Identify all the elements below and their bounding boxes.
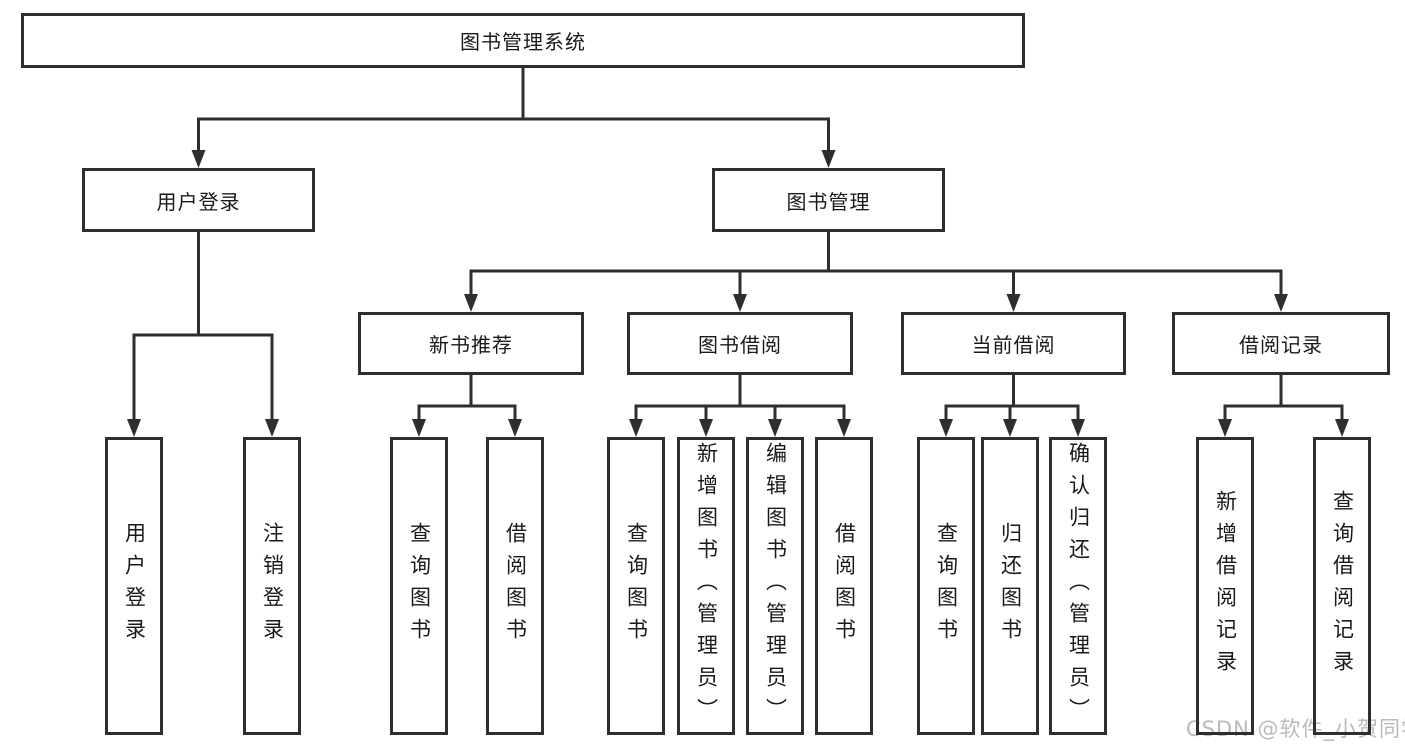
node-book-borrowing-label: 图书借阅 (698, 333, 782, 357)
leaf-confirm-return-admin-label: 确认归还（管理员） (1066, 442, 1091, 730)
node-current-borrowing: 当前借阅 (901, 312, 1126, 375)
node-book-management: 图书管理 (712, 168, 945, 232)
leaf-borrow-books-borrowing: 借阅图书 (815, 437, 873, 735)
node-new-book-recommend: 新书推荐 (358, 312, 584, 375)
leaf-logout: 注销登录 (243, 437, 301, 735)
leaf-logout-label: 注销登录 (260, 522, 285, 650)
node-book-borrowing: 图书借阅 (627, 312, 853, 375)
leaf-query-borrow-record: 查询借阅记录 (1313, 437, 1371, 735)
leaf-query-borrow-record-label: 查询借阅记录 (1330, 490, 1355, 682)
node-borrowing-records: 借阅记录 (1172, 312, 1390, 375)
leaf-edit-books-admin: 编辑图书（管理员） (746, 437, 804, 735)
node-user-login: 用户登录 (82, 168, 315, 232)
leaf-user-login-label: 用户登录 (122, 522, 147, 650)
leaf-edit-books-admin-label: 编辑图书（管理员） (763, 442, 788, 730)
leaf-add-books-admin: 新增图书（管理员） (677, 437, 735, 735)
node-root-label: 图书管理系统 (460, 30, 586, 54)
node-current-borrowing-label: 当前借阅 (971, 333, 1056, 357)
leaf-query-books-current: 查询图书 (917, 437, 975, 735)
node-new-book-recommend-label: 新书推荐 (429, 333, 513, 357)
leaf-query-books-recommend: 查询图书 (390, 437, 448, 735)
leaf-query-books-current-label: 查询图书 (934, 522, 959, 650)
leaf-borrow-books-recommend-label: 借阅图书 (503, 522, 528, 650)
node-book-management-label: 图书管理 (786, 189, 871, 214)
leaf-add-borrow-record-label: 新增借阅记录 (1213, 490, 1238, 682)
leaf-query-books-recommend-label: 查询图书 (407, 522, 432, 650)
leaf-query-books-borrowing: 查询图书 (607, 437, 665, 735)
leaf-query-books-borrowing-label: 查询图书 (624, 522, 649, 650)
leaf-confirm-return-admin: 确认归还（管理员） (1049, 437, 1107, 735)
leaf-add-borrow-record: 新增借阅记录 (1196, 437, 1254, 735)
leaf-borrow-books-borrowing-label: 借阅图书 (832, 522, 857, 650)
leaf-user-login: 用户登录 (105, 437, 163, 735)
leaf-borrow-books-recommend: 借阅图书 (486, 437, 544, 735)
leaf-return-books: 归还图书 (981, 437, 1039, 735)
node-borrowing-records-label: 借阅记录 (1239, 333, 1323, 357)
leaf-add-books-admin-label: 新增图书（管理员） (694, 442, 719, 730)
leaf-return-books-label: 归还图书 (998, 522, 1023, 650)
node-user-login-label: 用户登录 (156, 189, 241, 214)
node-root-system: 图书管理系统 (21, 13, 1025, 68)
